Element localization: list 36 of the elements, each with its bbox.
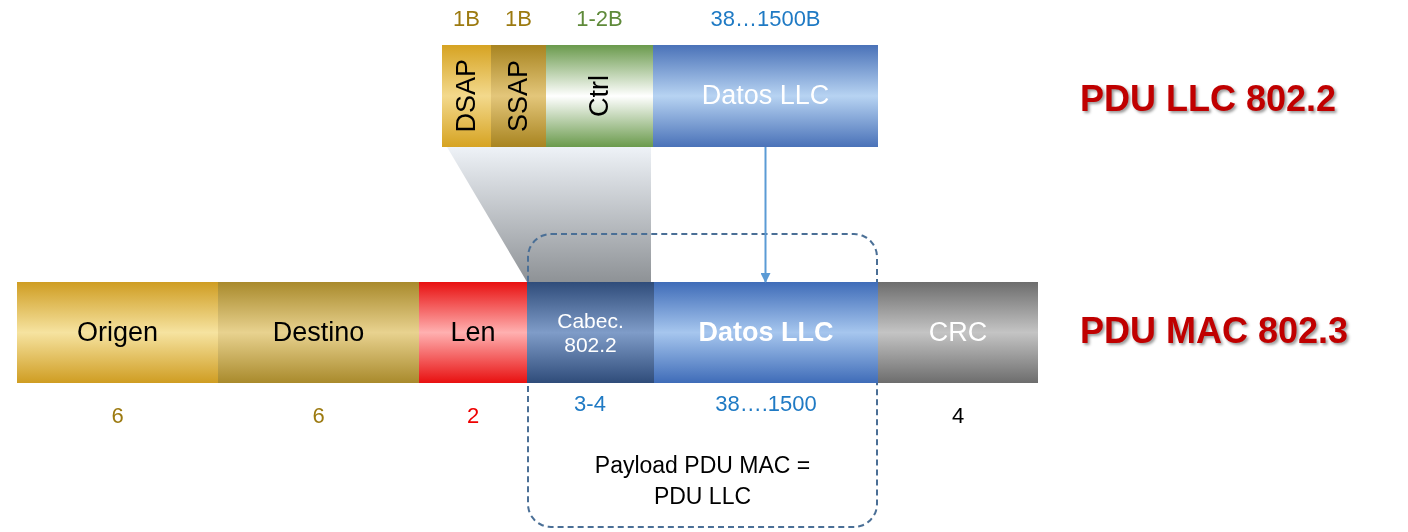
field-size: 6 — [311, 403, 326, 429]
field-segment — [527, 282, 654, 383]
field-name: Datos LLC — [698, 317, 834, 348]
field-size: 4 — [950, 403, 966, 429]
field-size: 1B — [452, 6, 481, 32]
field-name: CRC — [928, 317, 988, 348]
field-size: 38…1500B — [709, 6, 822, 32]
pdu-title: PDU LLC 802.2 — [1080, 78, 1337, 120]
field-size: 6 — [110, 403, 125, 429]
field-segment — [653, 45, 878, 147]
field-segment — [546, 45, 653, 147]
pdu-title: PDU MAC 802.3 — [1080, 310, 1349, 352]
field-size: 3-4 — [574, 391, 606, 417]
field-name: Destino — [272, 317, 365, 348]
field-name: DSAP — [451, 59, 482, 133]
field-name: Len — [450, 317, 496, 348]
field-size: 1B — [504, 6, 533, 32]
field-segment — [218, 282, 419, 383]
field-name: Ctrl — [584, 75, 615, 117]
field-segment — [491, 45, 546, 147]
field-segment — [419, 282, 527, 383]
field-name: SSAP — [503, 59, 534, 132]
field-size: 1-2B — [575, 6, 624, 32]
field-size: 2 — [465, 403, 481, 429]
arrow — [760, 146, 771, 283]
field-name: Datos LLC — [701, 81, 830, 111]
field-size: 38….1500 — [715, 391, 817, 417]
zoom-projection — [447, 147, 651, 282]
field-name: Origen — [76, 317, 158, 348]
field-segment — [878, 282, 1038, 383]
payload-region — [527, 233, 878, 528]
field-segment — [17, 282, 218, 383]
field-segment — [654, 282, 878, 383]
field-segment — [442, 45, 491, 147]
region-caption: Payload PDU MAC = PDU LLC — [593, 450, 812, 511]
field-name: Cabec. 802.2 — [556, 309, 625, 356]
